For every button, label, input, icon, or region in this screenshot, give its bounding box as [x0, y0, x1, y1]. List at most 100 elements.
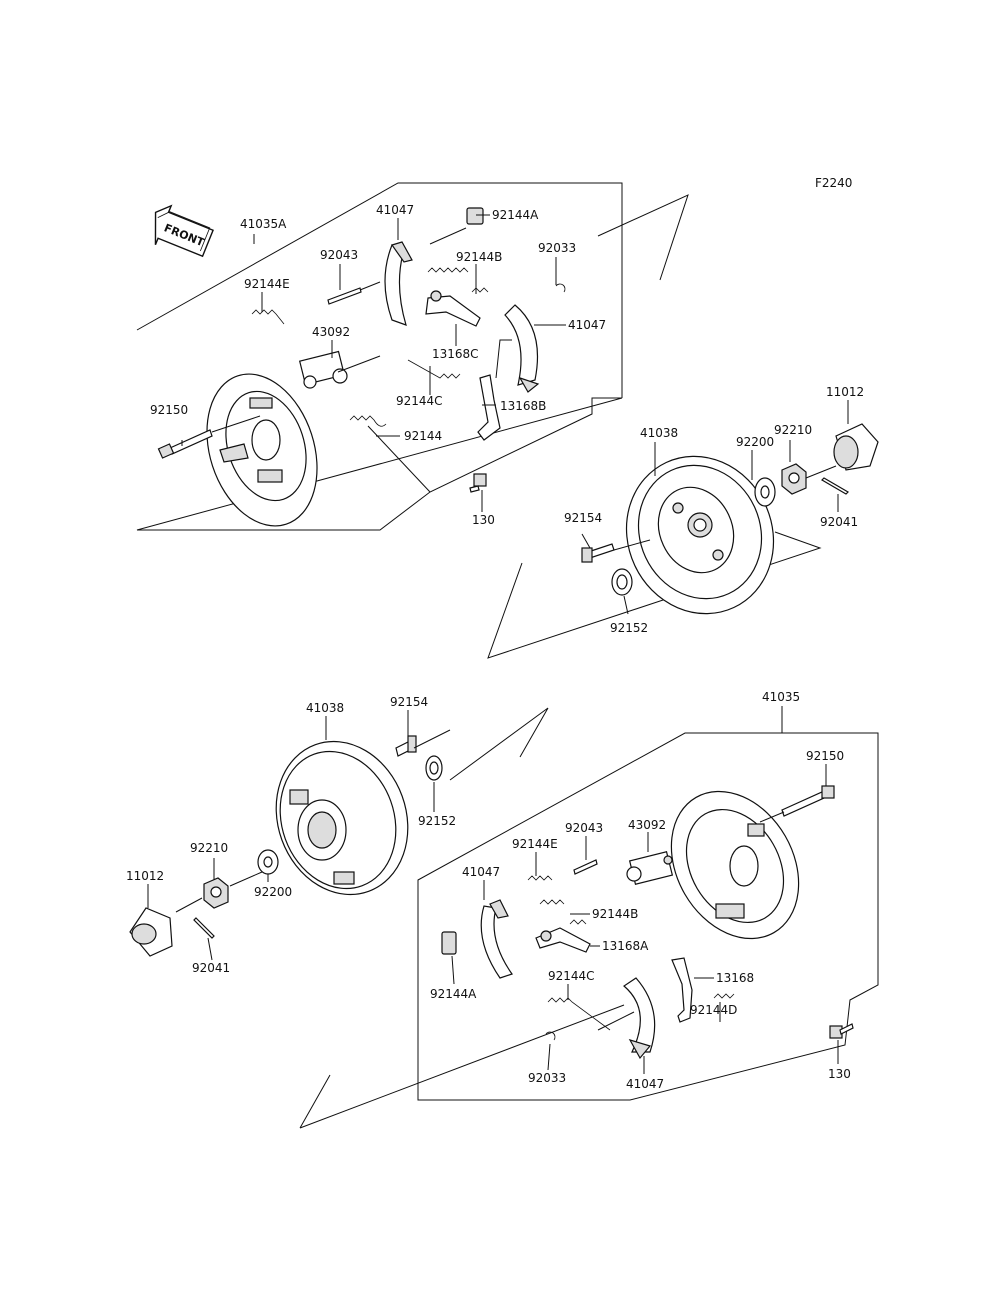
brake-drum-41038-top: [625, 455, 775, 615]
label-92150-top: 92150: [150, 403, 188, 417]
label-41047-bottom-left: 41047: [462, 865, 500, 879]
brake-shoe-41047-top-right: [504, 304, 540, 393]
lever-13168: [671, 957, 693, 1023]
top-break-line: [597, 194, 689, 281]
wheel-cylinder-43092-bottom: [626, 851, 674, 885]
label-11012-bottom: 11012: [126, 869, 164, 883]
label-92144B-bottom: 92144B: [592, 907, 638, 921]
clip-92144A-top: [466, 207, 484, 225]
label-41035: 41035: [762, 690, 800, 704]
pin-92043-bottom: [573, 859, 598, 875]
spring-92144C-top: [407, 359, 461, 379]
label-92144C-top: 92144C: [396, 394, 443, 408]
spring-92144B-bottom: [539, 899, 587, 925]
label-41047-top-left: 41047: [376, 203, 414, 217]
bolt-130-top: [469, 473, 487, 493]
label-43092-top: 43092: [312, 325, 350, 339]
pin-92041-bottom: [193, 917, 215, 939]
clip-92033-top: [555, 283, 566, 293]
brake-shoe-41047-bottom-right: [623, 977, 656, 1060]
label-92144A-bottom: 92144A: [430, 987, 477, 1001]
cap-11012-top: [833, 423, 879, 471]
label-92144B-top: 92144B: [456, 250, 502, 264]
label-43092-bottom: 43092: [628, 818, 666, 832]
label-92152-bottom: 92152: [418, 814, 456, 828]
spring-92144C-bottom: [547, 997, 611, 1031]
backing-plate-top: [206, 373, 318, 527]
pin-92041-top: [821, 477, 849, 495]
washer-92200-bottom: [257, 849, 279, 875]
label-92210-top: 92210: [774, 423, 812, 437]
nut-92210-bottom: [203, 877, 229, 909]
pin-92043-top: [327, 287, 362, 305]
lever-13168B: [477, 374, 501, 441]
washer-92152-bottom: [425, 755, 443, 781]
label-92144D: 92144D: [690, 1003, 737, 1017]
part-labels: F2240 41035A 41047 92144A 92043 92144B 9…: [126, 176, 864, 1091]
label-92144A-top: 92144A: [492, 208, 539, 222]
lever-13168A: [535, 927, 591, 953]
bottom-leader-lines: [147, 706, 839, 1074]
label-92150-bottom: 92150: [806, 749, 844, 763]
label-92043-top: 92043: [320, 248, 358, 262]
bolt-92154-bottom: [395, 735, 417, 757]
spring-92144E-bottom: [527, 875, 553, 881]
brake-drum-41038-bottom: [275, 740, 409, 896]
washer-92152-top: [611, 568, 633, 596]
label-92144-top: 92144: [404, 429, 442, 443]
label-41047-bottom-right: 41047: [626, 1077, 664, 1091]
label-92144E-bottom: 92144E: [512, 837, 558, 851]
nut-92210-top: [781, 463, 807, 495]
bottom-upper-break-line: [449, 707, 549, 781]
brake-shoe-41047-bottom-left: [480, 899, 513, 979]
label-92033-top: 92033: [538, 241, 576, 255]
top-leader-lines: [181, 214, 849, 615]
label-92200-bottom: 92200: [254, 885, 292, 899]
spring-92144-top: [349, 415, 387, 427]
bolt-92150-top: [157, 429, 213, 459]
label-130-top: 130: [472, 513, 495, 527]
lever-13168C: [425, 290, 481, 327]
label-41038-bottom: 41038: [306, 701, 344, 715]
bolt-92154-top: [581, 543, 615, 563]
bolt-130-bottom: [829, 1023, 854, 1039]
label-92152-top: 92152: [610, 621, 648, 635]
label-41035A: 41035A: [240, 217, 287, 231]
cap-11012-bottom: [129, 907, 173, 957]
front-arrow-icon: FRONT: [154, 204, 214, 258]
label-92144E-top: 92144E: [244, 277, 290, 291]
label-92154-top: 92154: [564, 511, 602, 525]
backing-plate-bottom: [670, 790, 800, 940]
wheel-cylinder-43092-top: [298, 350, 348, 389]
label-92041-top: 92041: [820, 515, 858, 529]
label-41038-top: 41038: [640, 426, 678, 440]
label-92210-bottom: 92210: [190, 841, 228, 855]
label-92154-bottom: 92154: [390, 695, 428, 709]
washer-92200-top: [754, 477, 776, 507]
label-13168A: 13168A: [602, 939, 649, 953]
label-11012-top: 11012: [826, 385, 864, 399]
clip-92144A-bottom: [441, 931, 457, 955]
bottom-assembly-border: [417, 732, 879, 1101]
spring-92144E-top: [251, 309, 285, 325]
label-92144C-bottom: 92144C: [548, 969, 595, 983]
label-130-bottom: 130: [828, 1067, 851, 1081]
bolt-92150-bottom: [781, 785, 835, 817]
label-92033-bottom: 92033: [528, 1071, 566, 1085]
bottom-drum-break-line: [299, 1004, 625, 1129]
clip-92033-bottom: [545, 1031, 556, 1041]
top-drum-break-line: [487, 531, 822, 659]
label-13168: 13168: [716, 971, 754, 985]
label-92043-bottom: 92043: [565, 821, 603, 835]
label-41047-top-right: 41047: [568, 318, 606, 332]
label-92200-top: 92200: [736, 435, 774, 449]
spring-92144D: [713, 993, 735, 999]
label-13168B: 13168B: [500, 399, 546, 413]
figure-code: F2240: [815, 176, 852, 190]
label-92041-bottom: 92041: [192, 961, 230, 975]
brake-shoe-41047-top-left: [384, 241, 413, 326]
spring-92144B-top: [427, 267, 489, 293]
label-13168C: 13168C: [432, 347, 479, 361]
